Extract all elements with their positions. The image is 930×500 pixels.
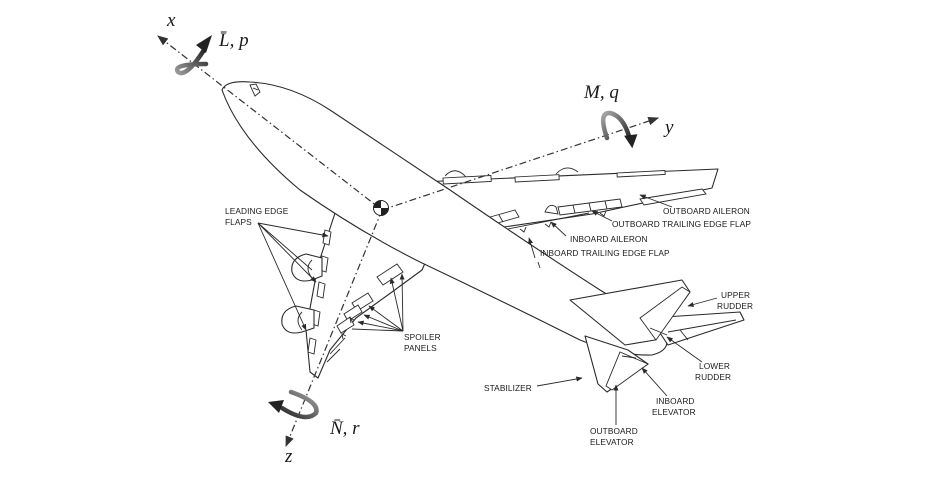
roll-moment-label: L̄, p: [218, 30, 249, 51]
yaw-rotation-arrow-icon: [268, 389, 319, 420]
callout-inboard-trailing-edge-flap: INBOARD TRAILING EDGE FLAP: [540, 248, 670, 258]
body-axes: x L̄, p M, q M, q y z N̄, r: [157, 10, 674, 467]
vertical-fin: [569, 279, 691, 346]
callout-outboard-trailing-edge-flap: OUTBOARD TRAILING EDGE FLAP: [612, 219, 751, 229]
y-axis-line: [381, 116, 660, 211]
center-of-gravity-icon: [373, 200, 389, 216]
yaw-moment-label: N̄, r: [329, 418, 360, 439]
pitch-rotation-arrow-icon: [600, 110, 638, 149]
callout-upper-rudder-line1: UPPER: [721, 290, 750, 300]
callout-inboard-elevator-line1: INBOARD: [656, 396, 695, 406]
y-axis-label-text: y: [663, 117, 674, 138]
z-axis-label: z: [284, 446, 293, 467]
z-axis-line: [285, 209, 383, 448]
callout-outboard-elevator-line2: ELEVATOR: [590, 437, 634, 447]
callout-spoiler-panels-line2: PANELS: [404, 343, 437, 353]
callout-upper-rudder-line2: RUDDER: [717, 301, 753, 311]
callout-stabilizer: STABILIZER: [484, 383, 532, 393]
callout-inboard-elevator-line2: ELEVATOR: [652, 407, 696, 417]
pitch-moment-label: M, q: [583, 82, 619, 103]
callout-outboard-aileron: OUTBOARD AILERON: [663, 206, 750, 216]
callout-outboard-elevator-line1: OUTBOARD: [590, 426, 638, 436]
callout-inboard-aileron: INBOARD AILERON: [570, 234, 648, 244]
aircraft: [221, 81, 745, 393]
callout-spoiler-panels-line1: SPOILER: [404, 332, 441, 342]
x-axis-label: x: [166, 10, 176, 31]
callout-leading-edge-flaps-line2: FLAPS: [225, 217, 252, 227]
roll-rotation-arrow-icon: [174, 35, 212, 76]
callout-lower-rudder-line1: LOWER: [699, 361, 730, 371]
callout-leading-edge-flaps-line1: LEADING EDGE: [225, 206, 289, 216]
callouts: LEADING EDGE FLAPS OUTBOARD AILERON OUTB…: [225, 194, 753, 447]
engines: [281, 253, 323, 334]
callout-lower-rudder-line2: RUDDER: [695, 372, 731, 382]
left-stabilizer: [584, 335, 649, 393]
right-stabilizer: [649, 311, 745, 346]
